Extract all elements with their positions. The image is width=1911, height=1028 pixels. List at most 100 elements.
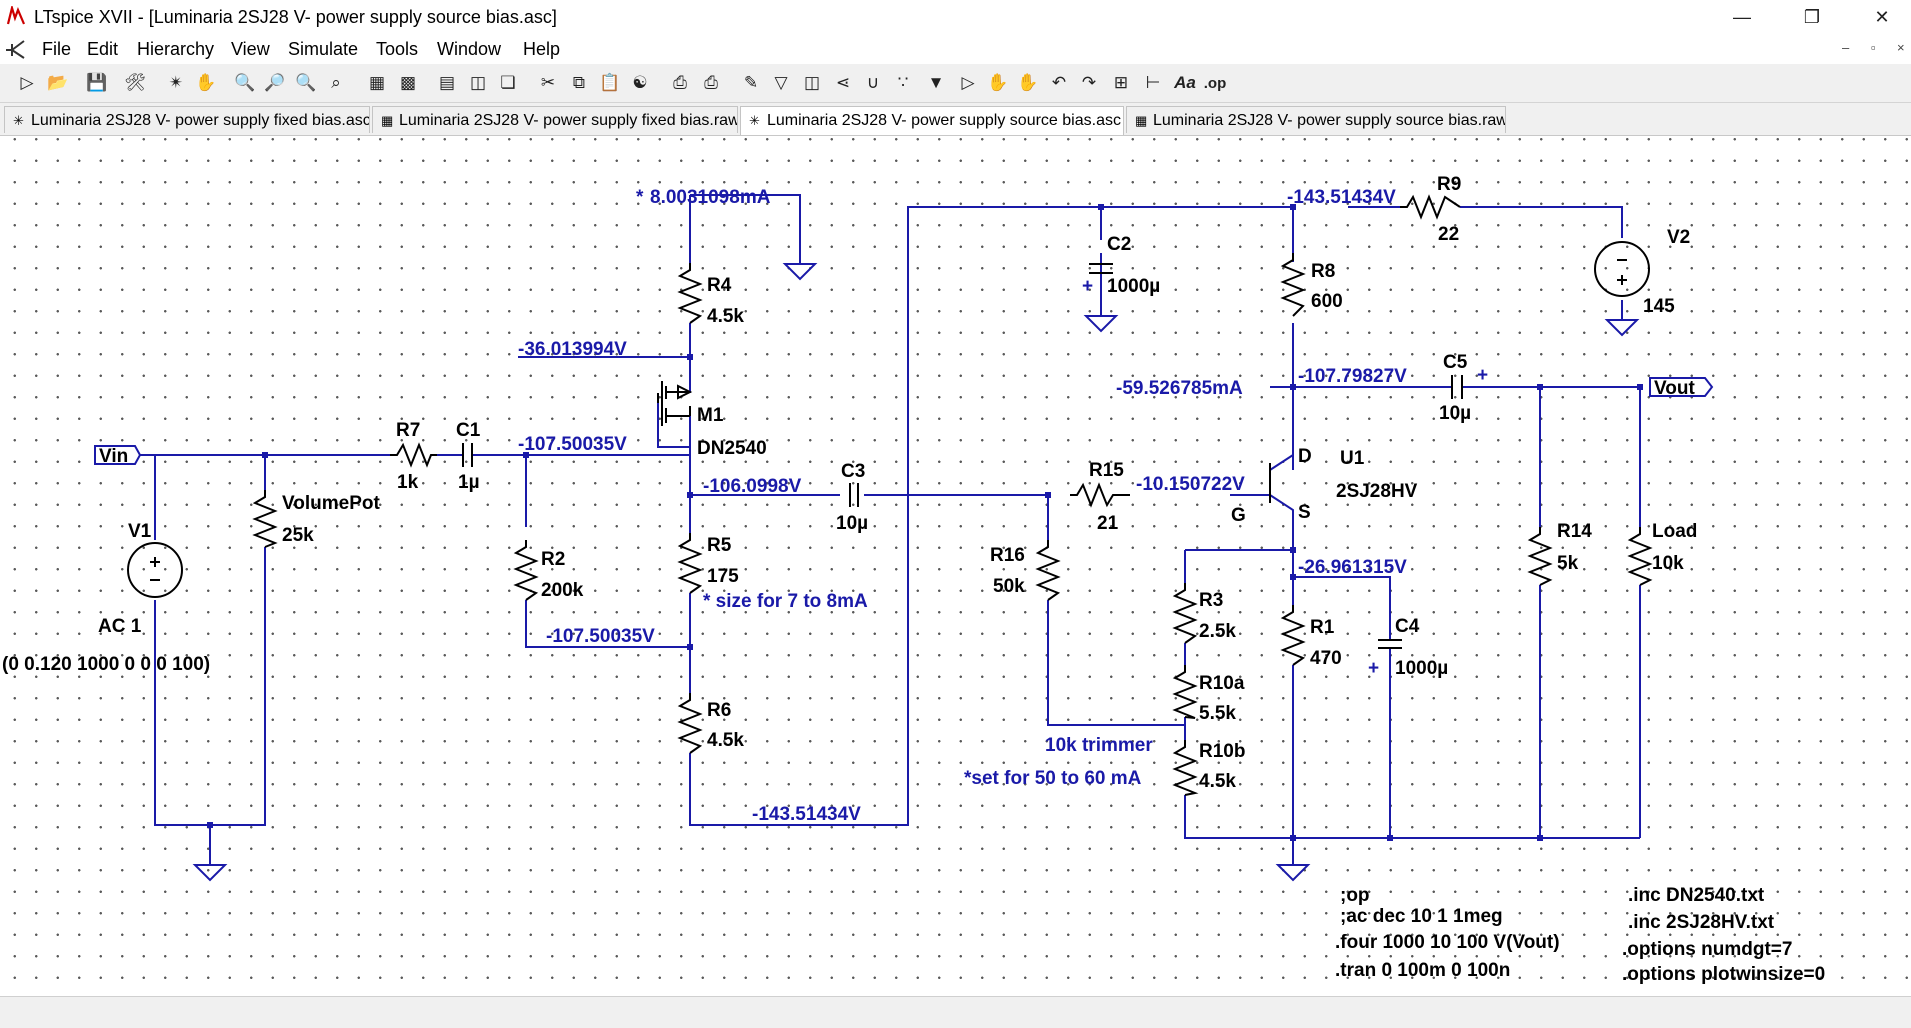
tab-fixed-bias-asc[interactable]: ✳Luminaria 2SJ28 V- power supply fixed b…: [4, 106, 370, 133]
r7-value: 1k: [397, 472, 419, 493]
menu-view[interactable]: View: [231, 39, 270, 59]
minimize-button[interactable]: —: [1733, 6, 1751, 27]
mdi-minimize-button[interactable]: –: [1842, 40, 1850, 55]
waveform-icon: ▦: [381, 113, 394, 128]
ground-icon[interactable]: ▽: [774, 73, 788, 92]
comment-trimmer: 10k trimmer: [1045, 735, 1153, 756]
cascade-icon[interactable]: ❏: [500, 73, 516, 92]
run-icon[interactable]: ✴: [168, 73, 184, 92]
drag-icon[interactable]: ✋: [1017, 73, 1039, 92]
c2-name: C2: [1107, 234, 1131, 255]
print-icon[interactable]: ⎙: [673, 73, 687, 92]
label-net-icon[interactable]: ◫: [803, 73, 821, 92]
pan-icon[interactable]: 🔎: [264, 73, 286, 92]
rotate-icon[interactable]: ⊞: [1113, 73, 1129, 92]
save-icon[interactable]: 💾: [86, 73, 108, 92]
c1-value: 1µ: [458, 472, 480, 493]
r2-value: 200k: [541, 580, 584, 601]
waveform-icon[interactable]: ▩: [399, 73, 417, 92]
resistor-icon[interactable]: ⋖: [835, 73, 851, 92]
halt-icon[interactable]: ✋: [195, 73, 217, 92]
copy-icon[interactable]: ⧉: [572, 73, 586, 92]
text-icon[interactable]: Aa: [1174, 73, 1196, 92]
u1-name: U1: [1340, 448, 1365, 469]
schematic-canvas[interactable]: Vin Vout V1 AC 1 (0 0.120 1000 0 0 0 100…: [0, 136, 1911, 996]
volumepot-name: VolumePot: [282, 493, 380, 514]
m1-name: M1: [697, 405, 724, 426]
toolbar: ▷ 📂 💾 🛠 ✴ ✋ 🔍 🔎 🔍 ⌕ ▦ ▩ ▤ ◫ ❏ ✂ ⧉ 📋 ☯ ⎙ …: [0, 64, 1911, 103]
tab-source-bias-asc[interactable]: ✳ Luminaria 2SJ28 V- power supply source …: [740, 106, 1124, 135]
comment-size-note: * size for 7 to 8mA: [703, 591, 868, 612]
c5-value: 10µ: [1439, 403, 1471, 424]
print-setup-icon[interactable]: ⎙: [704, 73, 718, 92]
menu-tools[interactable]: Tools: [376, 39, 419, 59]
menu-bar: File Edit Hierarchy View Simulate Tools …: [0, 34, 1911, 64]
r2-name: R2: [541, 549, 565, 570]
m1-value: DN2540: [697, 438, 767, 459]
tile-horizontal-icon[interactable]: ▤: [438, 73, 456, 92]
component-icon[interactable]: ▷: [961, 73, 975, 92]
components: [127, 194, 1653, 796]
tile-vertical-icon[interactable]: ◫: [469, 73, 487, 92]
r15-value: 21: [1097, 513, 1119, 534]
find-icon[interactable]: ☯: [632, 73, 648, 92]
paste-icon[interactable]: 📋: [599, 73, 621, 92]
capacitor-icon[interactable]: ∪: [866, 73, 880, 92]
inductor-icon[interactable]: ∵: [897, 73, 909, 92]
restore-button[interactable]: ❐: [1803, 6, 1821, 27]
menu-window[interactable]: Window: [437, 39, 502, 59]
zoom-out-icon[interactable]: 🔍: [295, 73, 317, 92]
r14-value: 5k: [1557, 553, 1579, 574]
cut-icon[interactable]: ✂: [540, 73, 556, 92]
r8-value: 600: [1311, 291, 1343, 312]
move-icon[interactable]: ✋: [987, 73, 1009, 92]
junctions: [207, 204, 1643, 841]
tab-label: Luminaria 2SJ28 V- power supply source b…: [767, 112, 1121, 129]
tab-label: Luminaria 2SJ28 V- power supply source b…: [1153, 112, 1506, 129]
menu-file[interactable]: File: [42, 39, 72, 59]
tab-fixed-bias-raw[interactable]: ▦Luminaria 2SJ28 V- power supply fixed b…: [372, 106, 738, 133]
r3-value: 2.5k: [1199, 621, 1236, 642]
menu-edit[interactable]: Edit: [87, 39, 119, 59]
volumepot-value: 25k: [282, 525, 314, 546]
r15-name: R15: [1089, 460, 1124, 481]
r10b-value: 4.5k: [1199, 771, 1236, 792]
schematic-icon: ✳: [749, 113, 760, 128]
close-button[interactable]: ✕: [1874, 6, 1890, 27]
spice-directive-icon[interactable]: .op: [1203, 74, 1227, 92]
menu-help[interactable]: Help: [523, 39, 561, 59]
redo-icon[interactable]: ↷: [1081, 73, 1097, 92]
document-system-icon[interactable]: [4, 38, 26, 60]
menu-hierarchy[interactable]: Hierarchy: [137, 39, 215, 59]
v1-value: AC 1: [98, 616, 142, 637]
c5-name: C5: [1443, 352, 1468, 373]
zoom-fit-icon[interactable]: ⌕: [331, 73, 341, 92]
comments: * size for 7 to 8mA 10k trimmer *set for…: [703, 591, 1153, 789]
undo-icon[interactable]: ↶: [1051, 73, 1067, 92]
tab-source-bias-raw[interactable]: ▦Luminaria 2SJ28 V- power supply source …: [1126, 106, 1506, 133]
component-labels: V1 AC 1 (0 0.120 1000 0 0 0 100) VolumeP…: [2, 174, 1697, 792]
voltage-node-source: -106.0998V: [703, 476, 802, 497]
load-name: Load: [1652, 521, 1697, 542]
mirror-icon[interactable]: ⊢: [1145, 73, 1161, 92]
u1-pin-g: G: [1231, 505, 1246, 526]
directive-op: ;op: [1340, 885, 1370, 906]
u1-value: 2SJ28HV: [1336, 481, 1418, 502]
menu-simulate[interactable]: Simulate: [288, 39, 359, 59]
mdi-restore-button[interactable]: ▫: [1871, 40, 1876, 55]
directive-tran: .tran 0 100m 0 100n: [1335, 960, 1510, 981]
r10a-value: 5.5k: [1199, 703, 1236, 724]
diode-icon[interactable]: ▼: [927, 73, 945, 92]
status-bar: [0, 996, 1911, 1028]
schematic-icon: ✳: [13, 113, 24, 128]
new-schematic-icon[interactable]: ▷: [20, 73, 34, 92]
control-panel-icon[interactable]: 🛠: [124, 73, 146, 92]
v1-name: V1: [128, 521, 152, 542]
directive-inc-dn2540: .inc DN2540.txt: [1628, 885, 1765, 906]
draw-wire-icon[interactable]: ✎: [743, 73, 759, 92]
mdi-close-button[interactable]: ×: [1897, 40, 1905, 55]
open-icon[interactable]: 📂: [47, 73, 69, 92]
directive-plotwinsize: .options plotwinsize=0: [1622, 964, 1825, 985]
autorange-icon[interactable]: ▦: [368, 73, 386, 92]
zoom-in-icon[interactable]: 🔍: [234, 73, 256, 92]
